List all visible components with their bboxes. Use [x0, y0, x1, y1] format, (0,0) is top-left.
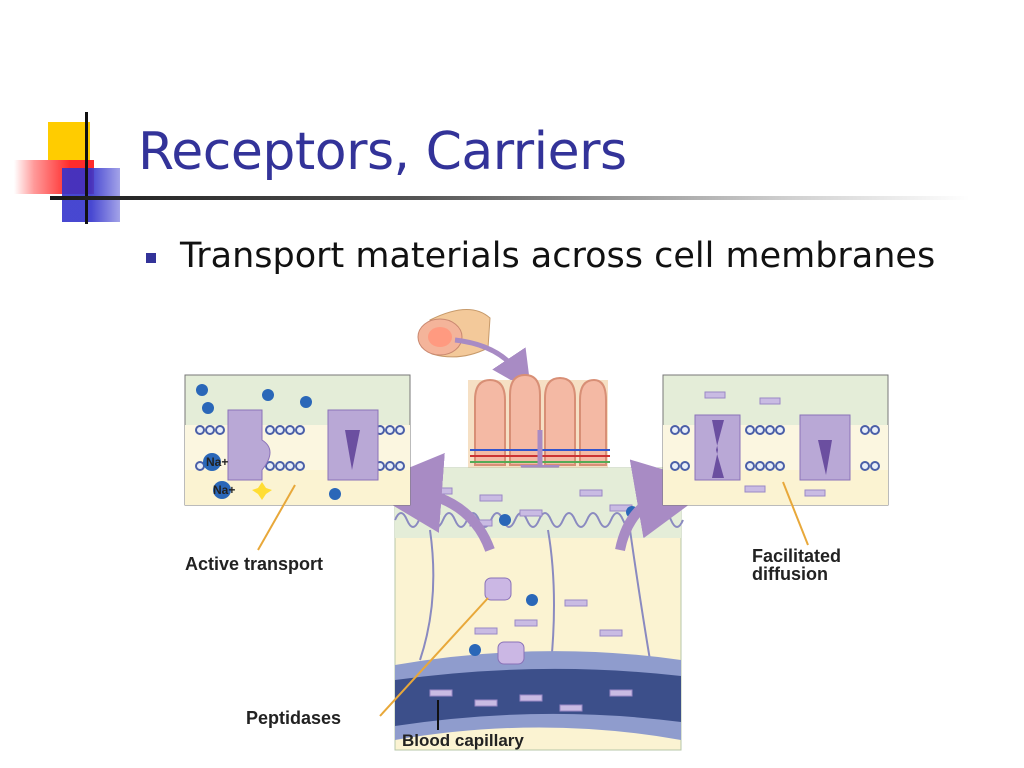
- peptidases-pointer: [379, 597, 489, 717]
- deco-vertical-line: [85, 112, 88, 224]
- blood-capillary-label: Blood capillary: [402, 731, 524, 750]
- na-plus-label-1: Na+: [206, 455, 228, 469]
- active-transport-panel: Na+ Na+: [184, 374, 411, 551]
- bullet-item: Transport materials across cell membrane…: [146, 236, 935, 276]
- deco-blue-square: [62, 168, 120, 222]
- title-underline: [50, 196, 970, 200]
- bullet-square-icon: [146, 253, 156, 263]
- bullet-text: Transport materials across cell membrane…: [180, 236, 936, 276]
- slide-title: Receptors, Carriers: [138, 122, 627, 182]
- na-plus-label-2: Na+: [213, 483, 235, 497]
- deco-yellow-square: [48, 122, 90, 164]
- peptidases-label: Peptidases: [246, 708, 341, 728]
- enterocyte-panel: [362, 453, 716, 751]
- facilitated-diffusion-panel: [662, 374, 889, 546]
- facilitated-label-line1: Facilitated: [752, 546, 841, 566]
- intestine-segment-image: [417, 309, 532, 392]
- villi-image: [468, 373, 610, 505]
- facilitated-label-line2: diffusion: [752, 564, 828, 584]
- active-transport-label: Active transport: [185, 554, 323, 574]
